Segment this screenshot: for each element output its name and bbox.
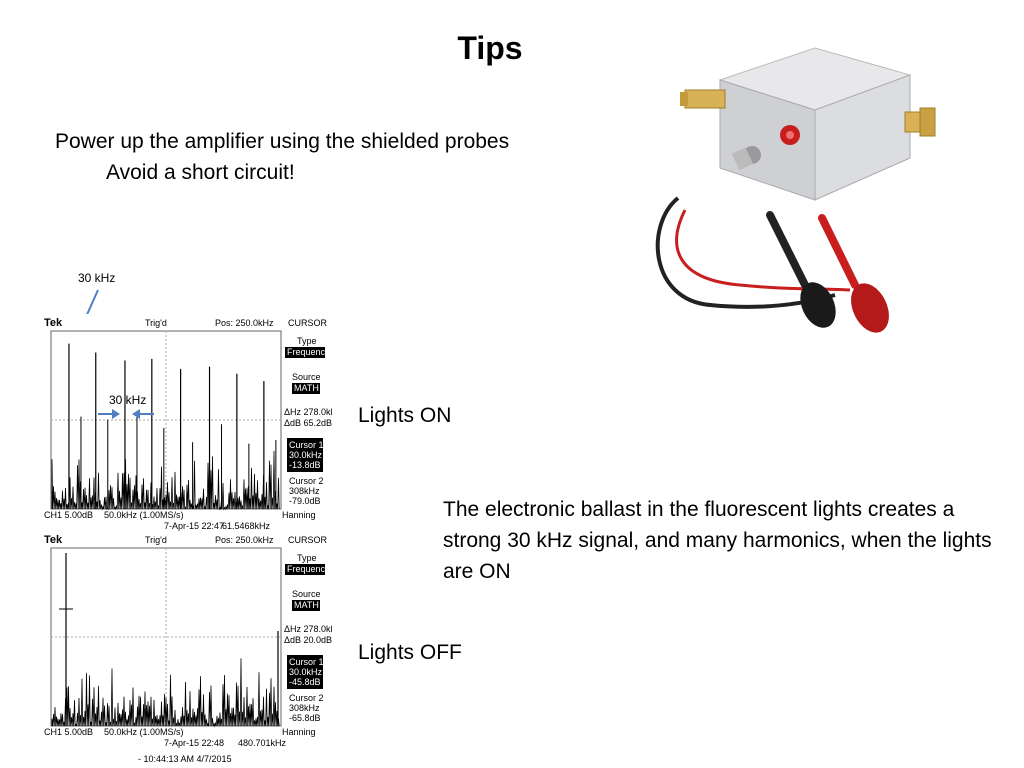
scope-cursor1-db: -13.8dB — [289, 460, 321, 470]
scope-delta-db: ΔdB 65.2dB — [284, 418, 332, 428]
scope-type-value: Frequency — [287, 347, 330, 357]
pointer-arrows-mid — [98, 409, 154, 419]
scope-cursor1-freq: 30.0kHz — [289, 667, 323, 677]
scope-date: 7-Apr-15 22:48 — [164, 738, 224, 748]
scope-menu-title: CURSOR — [288, 318, 328, 328]
scope-delta-hz: ΔHz 278.0kHz — [284, 624, 332, 634]
spectrum-trace — [51, 343, 280, 511]
scope-type-label: Type — [297, 553, 317, 563]
scope-window: Hanning — [282, 510, 316, 520]
label-30khz-top: 30 kHz — [78, 271, 116, 285]
scope-cursor1-label: Cursor 1 — [289, 657, 324, 667]
scope-delta-hz: ΔHz 278.0kHz — [284, 407, 332, 417]
scope-pos: Pos: 250.0kHz — [215, 318, 274, 328]
scope-pos: Pos: 250.0kHz — [215, 535, 274, 545]
instruction-line-2: Avoid a short circuit! — [106, 161, 295, 184]
scope-trig: Trig'd — [145, 318, 167, 328]
label-30khz-mid: 30 kHz — [109, 393, 147, 407]
spectrum-trace — [51, 553, 280, 728]
instruction-line-1: Power up the amplifier using the shielde… — [55, 130, 510, 153]
scope-source-label: Source — [292, 372, 321, 382]
scope-brand: Tek — [44, 317, 63, 329]
scope-type-value: Frequency — [287, 564, 330, 574]
scope-cursor2-db: -65.8dB — [289, 713, 321, 723]
scope-source-label: Source — [292, 589, 321, 599]
scope-cursor2-label: Cursor 2 — [289, 476, 324, 486]
scope-screenshot-lights-off: Tek Trig'd Pos: 250.0kHz CURSOR Type Fre… — [42, 531, 332, 767]
scope-cursor1-db: -45.8dB — [289, 677, 321, 687]
scope-rate: 50.0kHz (1.00MS/s) — [104, 510, 184, 520]
lights-off-label: Lights OFF — [358, 641, 462, 664]
scope-rate: 50.0kHz (1.00MS/s) — [104, 727, 184, 737]
scope-cursor2-freq: 308kHz — [289, 486, 320, 496]
scope-source-value: MATH — [294, 600, 319, 610]
slide-title: Tips — [457, 30, 523, 66]
scope-cursor1-label: Cursor 1 — [289, 440, 324, 450]
amplifier-photo — [655, 47, 936, 333]
scope-cursor2-db: -79.0dB — [289, 496, 321, 506]
scope-window: Hanning — [282, 727, 316, 737]
scope-freq: 61.5468kHz — [222, 521, 271, 531]
lights-on-label: Lights ON — [358, 404, 452, 427]
scope-cursor2-label: Cursor 2 — [289, 693, 324, 703]
scope-source-value: MATH — [294, 383, 319, 393]
scope-type-label: Type — [297, 336, 317, 346]
ballast-explanation: The electronic ballast in the fluorescen… — [443, 498, 992, 583]
scope-delta-db: ΔdB 20.0dB — [284, 635, 332, 645]
scope-date: 7-Apr-15 22:47 — [164, 521, 224, 531]
scope-screenshot-lights-on: Tek Trig'd Pos: 250.0kHz CURSOR Type Fre… — [42, 314, 332, 532]
scope-ch1: CH1 5.00dB — [44, 727, 93, 737]
scope-ch1: CH1 5.00dB — [44, 510, 93, 520]
scope-timestamp: - 10:44:13 AM 4/7/2015 — [138, 754, 232, 764]
scope-menu-title: CURSOR — [288, 535, 328, 545]
scope-freq: 480.701kHz — [238, 738, 287, 748]
scope-cursor2-freq: 308kHz — [289, 703, 320, 713]
scope-trig: Trig'd — [145, 535, 167, 545]
scope-brand: Tek — [44, 534, 63, 546]
scope-cursor1-freq: 30.0kHz — [289, 450, 323, 460]
